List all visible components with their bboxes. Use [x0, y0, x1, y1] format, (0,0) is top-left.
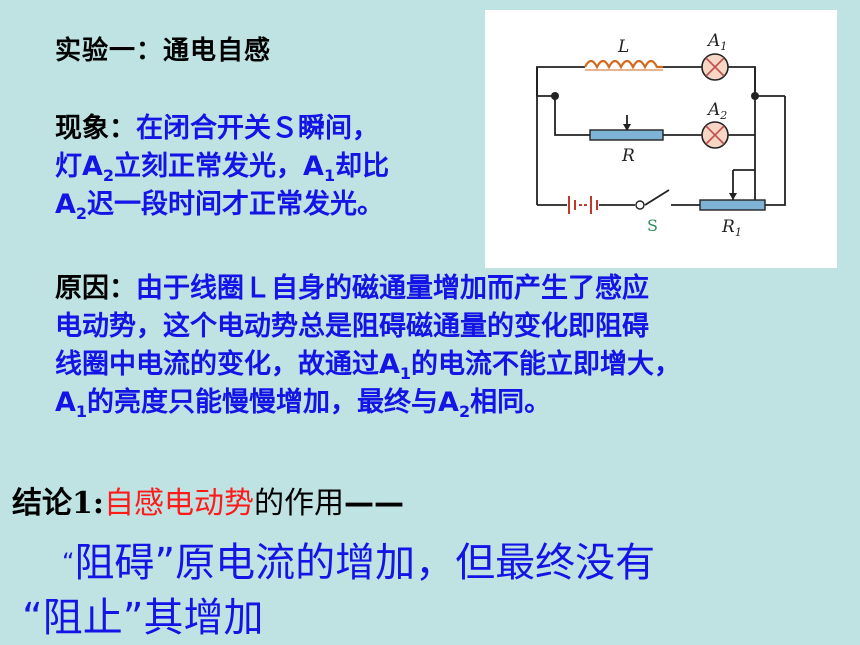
slider-head-R1 — [729, 193, 737, 200]
cause-text: 的亮度只能慢慢增加，最终与A — [87, 387, 459, 418]
conclusion-label: 结论1: — [12, 486, 104, 521]
wire-right — [728, 66, 756, 205]
cause-text: 由于线圈Ｌ自身的磁通量增加而产生了感应 — [136, 273, 649, 304]
phenomenon-text: A — [55, 189, 76, 220]
slider-head-R — [623, 124, 631, 131]
circuit-diagram: L A1 A2 R R1 S — [485, 10, 837, 268]
subscript: 2 — [458, 402, 471, 421]
label-A2-sub: 2 — [719, 109, 727, 122]
quote-mark: “ — [62, 548, 75, 576]
junction-right — [751, 92, 759, 100]
phenomenon-line-1: 在闭合开关Ｓ瞬间， — [136, 113, 379, 144]
battery — [568, 196, 598, 214]
label-A1: A1 — [706, 31, 727, 53]
conclusion-text: 阻碍”原电流的增加，但最终没有 — [74, 540, 656, 586]
conclusion-dash: —— — [343, 486, 404, 521]
conclusion-text: 的作用 — [253, 486, 344, 521]
subscript: 1 — [323, 166, 336, 185]
conclusion-line-1: “阻碍”原电流的增加，但最终没有 — [62, 530, 655, 588]
cause-label: 原因： — [55, 273, 136, 304]
lamp-A1 — [701, 53, 729, 81]
label-A1-sub: 1 — [720, 40, 727, 53]
label-R: R — [621, 146, 635, 166]
conclusion-line-2: “阻止”其增加 — [22, 595, 264, 641]
resistor-R1 — [699, 199, 766, 211]
switch-contact — [635, 200, 645, 210]
cause-text: 相同。 — [470, 387, 552, 418]
label-L: L — [617, 37, 629, 57]
subscript: 2 — [102, 166, 115, 185]
phenomenon-text: 迟一段时间才正常发光。 — [87, 189, 385, 220]
page-title: 实验一：通电自感 — [55, 36, 272, 66]
phenomenon-paragraph: 现象：在闭合开关Ｓ瞬间， 灯A2立刻正常发光，A1却比 A2迟一段时间才正常发光… — [55, 110, 485, 224]
subscript: 1 — [75, 402, 88, 421]
cause-text: A — [55, 387, 76, 418]
phenomenon-text: 灯A — [55, 151, 103, 182]
label-R1-sub: 1 — [735, 226, 742, 239]
label-A1-letter: A — [706, 31, 720, 51]
label-S: S — [647, 216, 658, 235]
phenomenon-label: 现象： — [55, 113, 136, 144]
conclusion-highlight: 自感电动势 — [103, 486, 254, 521]
cause-text: 电动势，这个电动势总是阻碍磁通量的变化即阻碍 — [55, 311, 649, 342]
circuit-svg: L A1 A2 R R1 S — [536, 31, 786, 239]
wire-mid-left — [537, 95, 590, 136]
resistor-R — [589, 129, 664, 141]
inductor-coil — [584, 59, 663, 70]
switch-blade — [644, 189, 670, 206]
junction-left — [551, 92, 559, 100]
cause-text: 线圈中电流的变化，故通过A — [55, 349, 400, 380]
subscript: 1 — [399, 364, 412, 383]
label-A2: A2 — [706, 100, 727, 122]
cause-text: 的电流不能立即增大， — [411, 349, 682, 380]
cause-paragraph: 原因：由于线圈Ｌ自身的磁通量增加而产生了感应 电动势，这个电动势总是阻碍磁通量的… — [55, 270, 845, 422]
label-R1-letter: R — [721, 217, 735, 237]
label-R1: R1 — [721, 217, 742, 239]
conclusion-heading: 结论1:自感电动势的作用—— — [12, 478, 404, 522]
phenomenon-text: 立刻正常发光，A — [114, 151, 324, 182]
wire-top-left — [536, 66, 555, 96]
phenomenon-text: 却比 — [335, 151, 390, 182]
lamp-A2 — [701, 121, 729, 149]
subscript: 2 — [75, 204, 88, 223]
label-A2-letter: A — [706, 100, 720, 120]
